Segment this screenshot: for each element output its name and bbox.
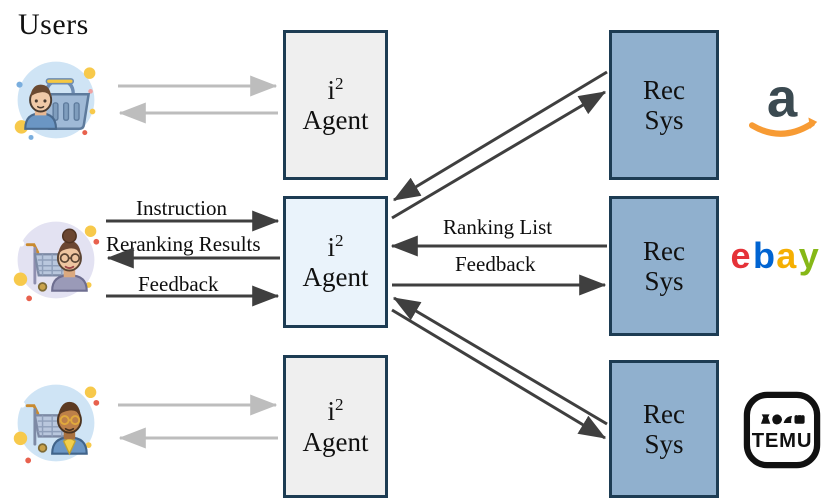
recsys-box-top[interactable]: Rec Sys: [609, 30, 719, 180]
arrow-top-recsys-to-middle-agent: [392, 70, 608, 202]
arrow-label-feedback-recsys: Feedback: [455, 252, 536, 276]
agent-box-middle[interactable]: i2 Agent: [283, 196, 388, 328]
arrow-label-ranking-list: Ranking List: [443, 215, 553, 239]
recsys-box-middle[interactable]: Rec Sys: [609, 196, 719, 336]
user-avatar-cart-man-icon: [13, 384, 100, 464]
arrow-middle-agent-to-top-recsys: [391, 90, 607, 220]
agent-box-top[interactable]: i2 Agent: [283, 30, 388, 180]
recsys-label-rec: Rec: [643, 398, 685, 429]
svg-text:y: y: [799, 235, 819, 276]
platform-logo-ebay[interactable]: e b a y: [729, 235, 828, 282]
arrow-middle-agent-to-bottom-recsys: [391, 308, 607, 440]
user-avatar-bottom: [8, 375, 104, 476]
recsys-label-rec: Rec: [643, 235, 685, 266]
recsys-label-rec: Rec: [643, 74, 685, 105]
temu-icon: TEMU: [743, 391, 821, 469]
agent-label-agent: Agent: [302, 426, 369, 457]
svg-text:a: a: [776, 235, 797, 276]
page-title: Users: [18, 8, 89, 41]
amazon-icon: a: [749, 68, 818, 137]
user-avatar-middle: [8, 212, 104, 313]
agent-box-bottom[interactable]: i2 Agent: [283, 355, 388, 498]
platform-logo-amazon[interactable]: a: [738, 62, 826, 155]
recsys-box-bottom[interactable]: Rec Sys: [609, 360, 719, 498]
temu-wordmark: TEMU: [752, 430, 813, 452]
arrow-label-reranking-results: Reranking Results: [106, 232, 261, 256]
recsys-label-sys: Sys: [644, 105, 684, 135]
agent-label-i2: i2: [327, 395, 344, 427]
agent-label-i2: i2: [327, 73, 344, 105]
ebay-icon: e b a y: [731, 235, 819, 276]
platform-logo-temu[interactable]: TEMU: [743, 391, 821, 474]
recsys-label-sys: Sys: [644, 266, 684, 296]
user-avatar-top: [8, 52, 104, 153]
arrow-label-feedback-user: Feedback: [138, 272, 219, 296]
svg-text:e: e: [731, 235, 751, 276]
recsys-label-sys: Sys: [644, 429, 684, 459]
svg-text:b: b: [753, 235, 775, 276]
user-avatar-cart-woman-icon: [13, 221, 100, 302]
arrow-label-instruction: Instruction: [136, 196, 227, 220]
agent-label-agent: Agent: [302, 262, 369, 292]
arrow-bottom-recsys-to-middle-agent: [392, 296, 608, 426]
svg-text:a: a: [767, 68, 798, 129]
agent-label-i2: i2: [327, 230, 344, 262]
user-avatar-basket-icon: [14, 61, 96, 140]
agent-label-agent: Agent: [302, 105, 369, 135]
